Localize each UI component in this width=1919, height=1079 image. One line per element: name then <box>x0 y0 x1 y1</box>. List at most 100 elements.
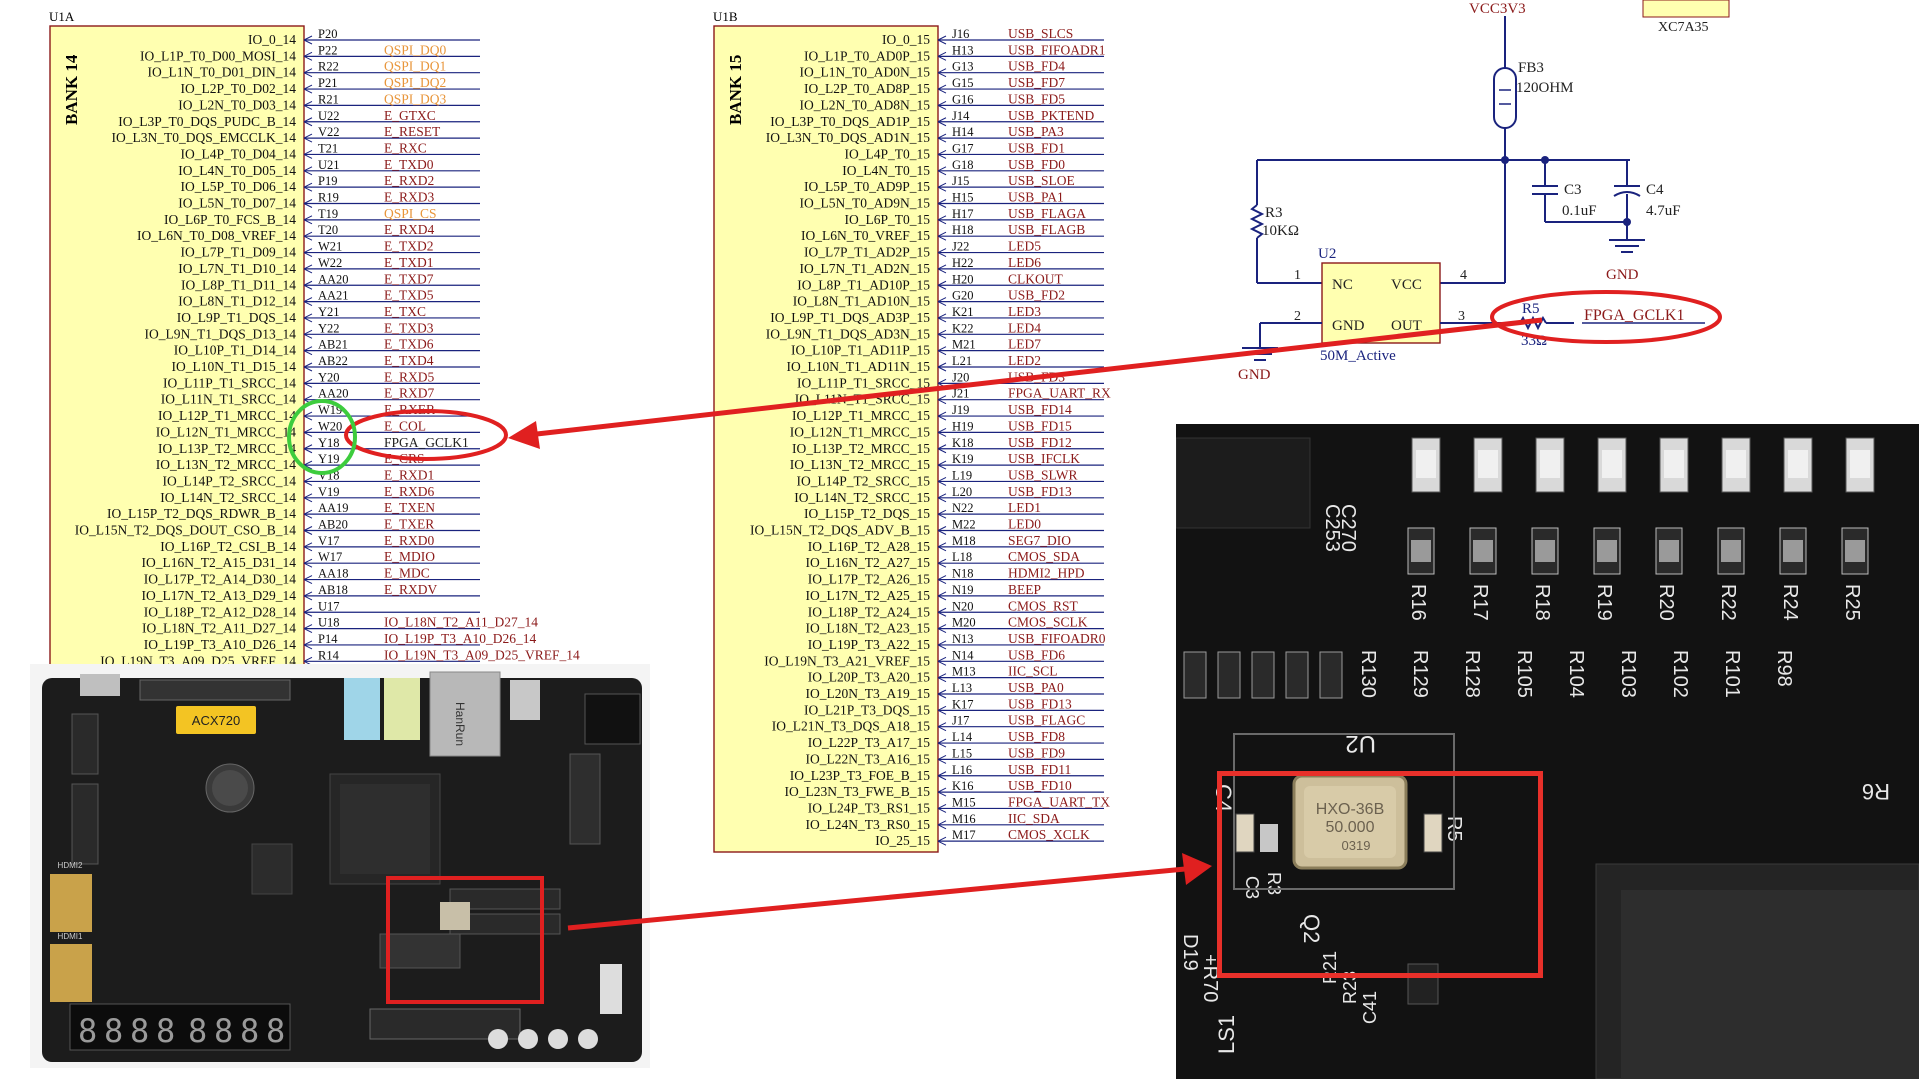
crystal-line-3: 0319 <box>1342 838 1371 853</box>
pin-arrow <box>303 362 313 372</box>
pin-number: L13 <box>952 681 972 695</box>
net-label: E_MDIO <box>384 549 435 564</box>
resistor-silk: R130 <box>1357 650 1379 698</box>
net-label: USB_SLCS <box>1008 26 1073 41</box>
pin-name: IO_0_15 <box>882 32 930 47</box>
pin-arrow <box>937 493 947 503</box>
pin-arrow <box>937 68 947 78</box>
board-badge <box>176 706 256 734</box>
net-label: USB_PA0 <box>1008 680 1064 695</box>
r23-silk: R23 <box>1340 971 1360 1004</box>
resistor-silk: R104 <box>1565 650 1587 698</box>
pin-arrow <box>937 264 947 274</box>
pin-number: AA20 <box>318 272 349 286</box>
net-label: HDMI2_HPD <box>1008 566 1085 581</box>
board-badge-text: ACX720 <box>192 713 240 728</box>
pin-name: IO_L12P_T1_MRCC_14 <box>158 408 296 423</box>
net-label: USB_PKTEND <box>1008 108 1095 123</box>
net-label: E_RXD6 <box>384 484 434 499</box>
pin-arrow <box>937 624 947 634</box>
resistor-silk: R101 <box>1721 650 1743 698</box>
pin-name: IO_L18N_T2_A11_D27_14 <box>142 621 296 636</box>
vcc-net-label: VCC3V3 <box>1469 1 1526 17</box>
pin-number: J14 <box>952 109 970 123</box>
pin-name: IO_L8P_T1_AD10P_15 <box>797 277 930 292</box>
pin-name: IO_L9N_T1_DQS_AD3N_15 <box>766 326 930 341</box>
u2-pin-out: OUT <box>1391 318 1422 334</box>
pin-arrow <box>303 215 313 225</box>
segment-digit: 8 <box>156 1012 175 1050</box>
c3-silk: C3 <box>1242 876 1262 899</box>
segment-digit: 8 <box>78 1012 97 1050</box>
resistor-silk: R25 <box>1841 584 1863 621</box>
u2-pin-vcc: VCC <box>1391 277 1422 293</box>
resistor-silk: R20 <box>1655 584 1677 621</box>
pin-number: N14 <box>952 648 974 662</box>
pin-arrow <box>303 378 313 388</box>
pin-name: IO_L4N_T0_D05_14 <box>178 163 296 178</box>
pin-number: J19 <box>952 403 969 417</box>
pin-name: IO_L5N_T0_AD9N_15 <box>800 196 931 211</box>
r3-ref: R3 <box>1265 205 1283 221</box>
button-1 <box>488 1029 508 1049</box>
pin-number: K16 <box>952 779 974 793</box>
net-label: USB_FD11 <box>1008 762 1071 777</box>
pin-arrow <box>303 509 313 519</box>
pin-arrow <box>303 542 313 552</box>
net-label: USB_FLAGB <box>1008 222 1085 237</box>
pin-arrow <box>937 836 947 846</box>
usb-connector <box>80 674 120 696</box>
pin-number: T19 <box>318 207 338 221</box>
pin-name: IO_L23P_T3_FOE_B_15 <box>790 768 931 783</box>
pin-arrow <box>303 526 313 535</box>
pin-name: IO_L24P_T3_RS1_15 <box>808 800 931 815</box>
pin-arrow <box>937 575 947 584</box>
u2-pin2-num: 2 <box>1294 309 1301 324</box>
pin-number: U18 <box>318 616 340 630</box>
pin-name: IO_L8P_T1_D11_14 <box>181 277 296 292</box>
pin-number: J22 <box>952 240 969 254</box>
fpga-part-label: XC7A35 <box>1658 20 1709 35</box>
resistor-silk: R129 <box>1409 650 1431 698</box>
net-label: LED4 <box>1008 320 1041 335</box>
pin-arrow <box>937 150 947 159</box>
pin-name: IO_L16P_T2_CSI_B_14 <box>160 539 296 554</box>
pin-name: IO_L20N_T3_A19_15 <box>806 686 931 701</box>
power-jack <box>584 693 641 745</box>
c4-silk: C4 <box>1211 784 1236 812</box>
net-label: USB_FD8 <box>1008 729 1065 744</box>
pin-name: IO_L2P_T0_D02_14 <box>181 81 297 96</box>
pin-arrow <box>937 444 947 454</box>
pin-number: Y19 <box>318 452 340 466</box>
pin-number: L20 <box>952 485 972 499</box>
pin-number: K19 <box>952 452 974 466</box>
net-label: QSPI_DQ3 <box>384 91 447 106</box>
net-label: USB_FD1 <box>1008 140 1065 155</box>
pin-number: L19 <box>952 468 972 482</box>
pin-name: IO_L18P_T2_A24_15 <box>808 604 930 619</box>
gnd-label-bottom: GND <box>1238 367 1271 383</box>
pin-name: IO_L14P_T2_SRCC_14 <box>162 473 296 488</box>
pin-arrow <box>303 477 313 486</box>
pin-name: IO_L4P_T0_D04_14 <box>181 146 297 161</box>
net-label: QSPI_DQ2 <box>384 75 446 90</box>
c253-label: C253 <box>1321 504 1343 552</box>
resistor-silk: R16 <box>1407 584 1429 621</box>
r70-silk: +R70 <box>1199 954 1221 1002</box>
pin-arrow <box>303 68 313 78</box>
u1a-bank-label: BANK 14 <box>62 54 81 125</box>
ethernet-brand: HanRun <box>453 702 467 746</box>
pin-arrow <box>937 705 947 715</box>
pin-name: IO_L5N_T0_D07_14 <box>178 196 296 211</box>
net-label: USB_FD14 <box>1008 402 1072 417</box>
pin-name: IO_L21P_T3_DQS_15 <box>804 702 930 717</box>
pin-arrow <box>303 133 313 143</box>
u1b-bank-label: BANK 15 <box>726 55 745 125</box>
pin-name: IO_L12N_T1_MRCC_15 <box>790 424 931 439</box>
u1b-body <box>713 25 939 853</box>
pin-name: IO_L9P_T1_DQS_AD3P_15 <box>770 310 930 325</box>
pin-name: IO_L10P_T1_D14_14 <box>174 343 296 358</box>
pin-name: IO_L19P_T3_A22_15 <box>808 637 930 652</box>
